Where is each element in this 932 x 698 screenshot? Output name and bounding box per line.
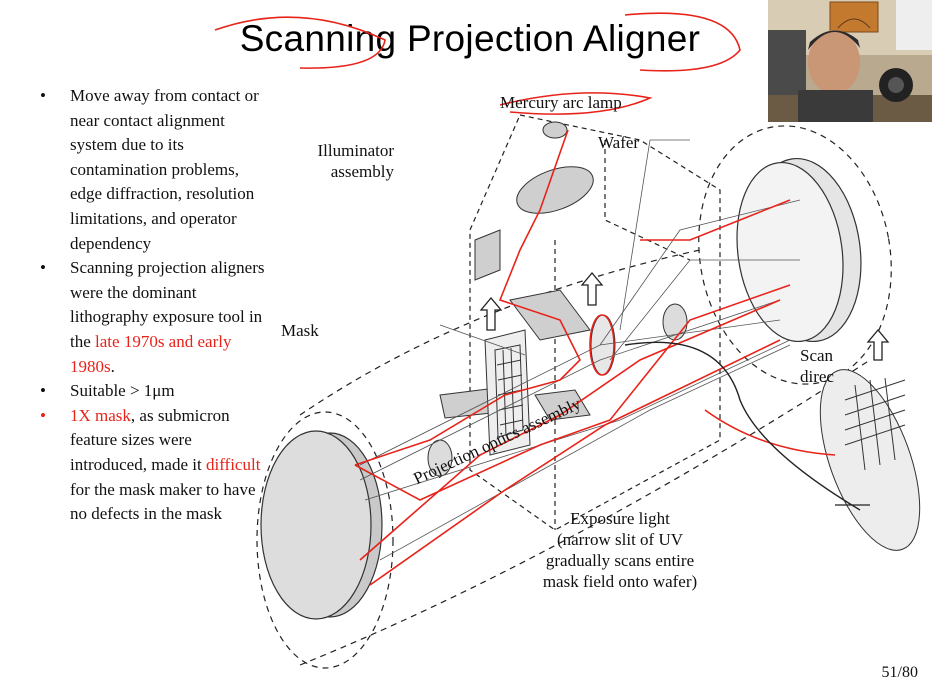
page-number: 51/80	[881, 664, 918, 681]
bullet-item: •Move away from contact or near contact …	[40, 86, 259, 253]
label-illuminator: Illuminator assembly	[317, 141, 394, 181]
wafer-disc	[819, 369, 921, 551]
primary-mirror	[736, 157, 862, 343]
presenter-video	[768, 0, 932, 122]
pointer-curve	[624, 341, 861, 511]
label-scan-direction: Scan direc	[800, 346, 834, 386]
bullet-item: •1X mask, as submicron feature sizes wer…	[40, 405, 261, 524]
bullet-list: •Move away from contact or near contact …	[40, 84, 270, 527]
label-mask: Mask	[281, 321, 319, 340]
slide-title: Scanning Projection Aligner	[239, 18, 701, 59]
mask-plate	[484, 329, 531, 456]
bullet-item: •Suitable > 1μm	[40, 381, 175, 401]
label-mercury-lamp: Mercury arc lamp	[500, 93, 622, 112]
red-annotations	[214, 12, 836, 586]
label-wafer: Wafer	[598, 133, 640, 152]
spherical-mirror-left	[260, 430, 383, 620]
bullet-item: •Scanning projection aligners were the d…	[40, 258, 265, 376]
label-exposure-light: Exposure light (narrow slit of UV gradua…	[542, 509, 698, 591]
presenter-webcam	[768, 0, 932, 122]
